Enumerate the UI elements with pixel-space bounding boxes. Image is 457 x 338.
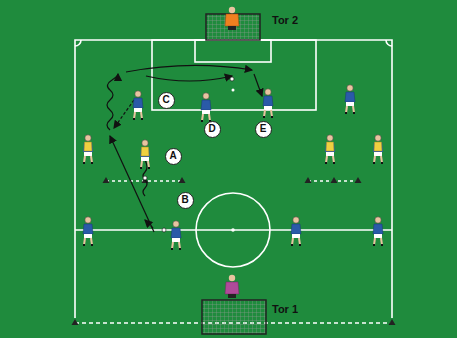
goal-label: Tor 2: [272, 14, 298, 26]
callout-letter: C: [162, 95, 169, 105]
callout-circle: E: [255, 121, 272, 138]
callout-letter: E: [260, 124, 267, 134]
callout-circle: D: [204, 121, 221, 138]
goal-label: Tor 1: [272, 303, 298, 315]
callout-circle: A: [165, 148, 182, 165]
callout-letter: A: [169, 151, 176, 161]
callout-circle: B: [177, 192, 194, 209]
callout-letter: D: [208, 124, 215, 134]
callout-circle: C: [158, 92, 175, 109]
callout-letter: B: [181, 195, 188, 205]
